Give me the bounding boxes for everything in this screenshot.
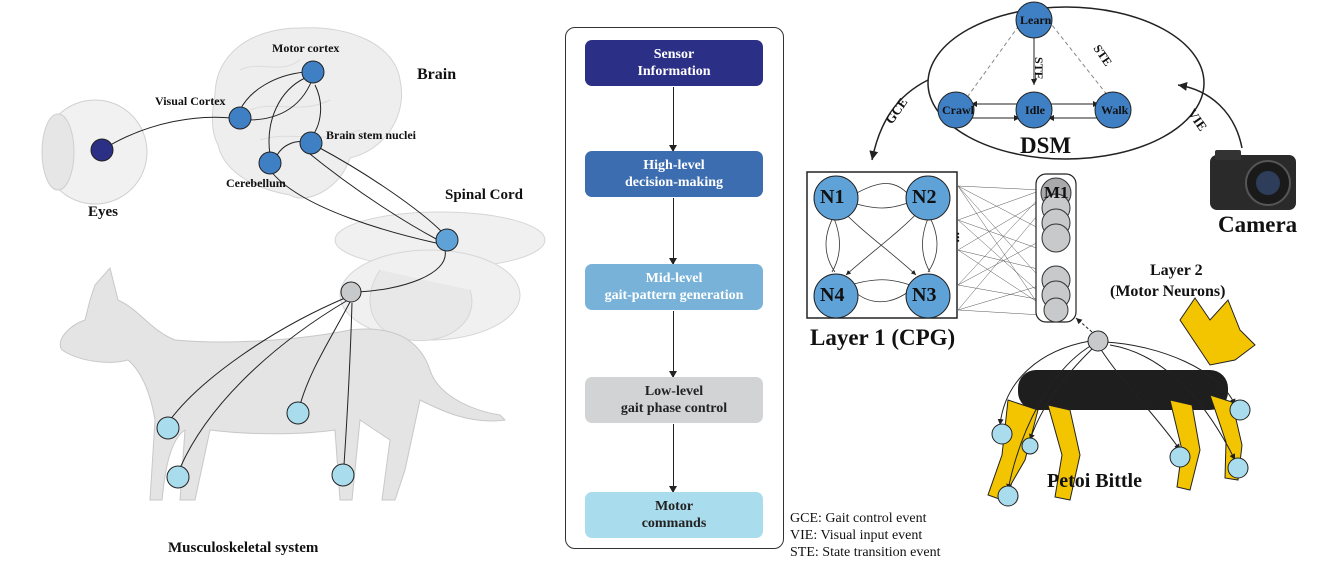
spinal-cord-node — [435, 228, 459, 252]
eye-node — [90, 138, 114, 162]
dsm-learn-walk-edge — [1047, 19, 1109, 97]
stage-high-level: High-level decision-making — [585, 151, 763, 197]
eye-to-visual-cortex-line — [101, 116, 233, 151]
cpg-n1-label: N1 — [820, 186, 845, 208]
layer2-label-line2: (Motor Neurons) — [1110, 283, 1226, 300]
motor-hub-node — [1087, 330, 1109, 352]
robot-joint-2 — [997, 485, 1019, 507]
flow-arrow-4 — [668, 424, 678, 493]
stage-low-level: Low-level gait phase control — [585, 377, 763, 423]
flow-arrow-1 — [668, 87, 678, 152]
hub-to-limb2-line — [179, 299, 349, 469]
hub-to-leg2-line — [1006, 344, 1093, 491]
dsm-walk-label: Walk — [1101, 103, 1129, 117]
cpg-n3-label: N3 — [912, 284, 937, 306]
dsm-idle-label: Idle — [1025, 103, 1046, 117]
hierarchy-panel: Sensor Information High-level decision-m… — [565, 27, 784, 549]
dsm-idle-node — [1015, 91, 1053, 129]
visual-cortex-label: Visual Cortex — [155, 94, 226, 108]
spinal-to-hub-line — [357, 249, 446, 293]
limb-node-4 — [331, 463, 355, 487]
eyes-label: Eyes — [88, 204, 118, 220]
layer2-label-line1: Layer 2 — [1150, 262, 1203, 279]
motor-to-cerebellum-line — [268, 77, 306, 156]
flow-arrow-2 — [668, 198, 678, 265]
stage-motor-commands: Motor commands — [585, 492, 763, 538]
hub-to-leg4-line — [1104, 341, 1236, 406]
limb-node-1 — [156, 416, 180, 440]
brain-stem-label: Brain stem nuclei — [326, 128, 416, 142]
brain-label: Brain — [417, 66, 457, 83]
legend-gce: GCE: Gait control event — [790, 511, 927, 526]
robot-joint-4 — [1229, 399, 1251, 421]
visual-cortex-node — [228, 106, 252, 130]
hub-to-limb4-line — [343, 302, 353, 466]
brainstem-to-spinal-line-a — [317, 146, 443, 233]
dsm-crawl-node — [937, 91, 975, 129]
abbreviation-legend: GCE: Gait control event VIE: Visual inpu… — [790, 510, 940, 561]
hub-to-leg5-line — [1109, 344, 1236, 461]
robot-joint-3 — [1169, 446, 1191, 468]
cpg-motor-connections — [957, 185, 1043, 316]
robot-joint-6 — [1021, 437, 1039, 455]
motor-to-hub-dashed-arrow — [1075, 317, 1093, 333]
brainstem-to-spinal-line-b — [304, 149, 439, 241]
motor-m1-label: M1 — [1044, 183, 1069, 202]
dsm-learn-label: Learn — [1020, 13, 1052, 27]
legend-vie: VIE: Visual input event — [790, 528, 923, 543]
motor-neuron-stack — [1040, 177, 1072, 323]
controller-diagram — [806, 1, 1296, 507]
cpg-node-n2 — [905, 175, 951, 221]
dsm-title: DSM — [1020, 133, 1072, 158]
hub-to-limb1-line — [169, 297, 346, 421]
flow-arrow-3 — [668, 311, 678, 378]
motor-to-visual-line — [247, 79, 313, 121]
musculoskeletal-label: Musculoskeletal system — [168, 540, 319, 556]
hub-to-leg1-line — [997, 340, 1091, 426]
dsm-learn-crawl-edge — [967, 19, 1024, 97]
vie-arrow — [1177, 81, 1243, 149]
hub-to-limb3-line — [299, 301, 351, 406]
cpg-node-n3 — [905, 273, 951, 319]
stage-sensor-information: Sensor Information — [585, 40, 763, 86]
dsm-ste-label-1: STE — [1032, 57, 1046, 80]
dsm-ellipse — [927, 6, 1205, 160]
dog-shape — [59, 266, 507, 501]
cpg-n2-label: N2 — [912, 186, 937, 208]
stage-mid-level: Mid-level gait-pattern generation — [585, 264, 763, 310]
dsm-learn-node — [1015, 1, 1053, 39]
legend-ste: STE: State transition event — [790, 545, 941, 560]
layer1-label: Layer 1 (CPG) — [810, 325, 956, 350]
spinal-hub-node — [340, 281, 362, 303]
camera-shape — [1210, 150, 1296, 210]
camera-label: Camera — [1218, 212, 1298, 237]
spinal-cord-label: Spinal Cord — [445, 187, 523, 203]
dsm-walk-node — [1094, 91, 1132, 129]
motor-cortex-node — [301, 60, 325, 84]
hub-to-leg6-line — [1029, 347, 1094, 441]
limb-node-2 — [166, 465, 190, 489]
cerebellum-to-spinal-line — [269, 169, 437, 244]
hub-to-leg3-line — [1099, 347, 1181, 451]
motor-cortex-label: Motor cortex — [272, 41, 340, 55]
visual-to-motor-line — [239, 71, 306, 111]
cpg-node-n1 — [813, 175, 859, 221]
cerebellum-label: Cerebellum — [226, 176, 286, 190]
gce-arrow — [869, 79, 929, 161]
brain-stem-node — [299, 131, 323, 155]
robot-joint-5 — [1227, 457, 1249, 479]
cpg-n4-label: N4 — [820, 284, 845, 306]
cerebellum-node — [258, 151, 282, 175]
robot-joint-1 — [991, 423, 1013, 445]
cpg-ring — [825, 183, 938, 303]
limb-node-3 — [286, 401, 310, 425]
dsm-crawl-label: Crawl — [942, 103, 974, 117]
biology-illustration — [41, 27, 546, 501]
cpg-node-n4 — [813, 273, 859, 319]
cpg-ellipsis: ... — [953, 232, 968, 243]
robot-label: Petoi Bittle — [1047, 470, 1142, 492]
